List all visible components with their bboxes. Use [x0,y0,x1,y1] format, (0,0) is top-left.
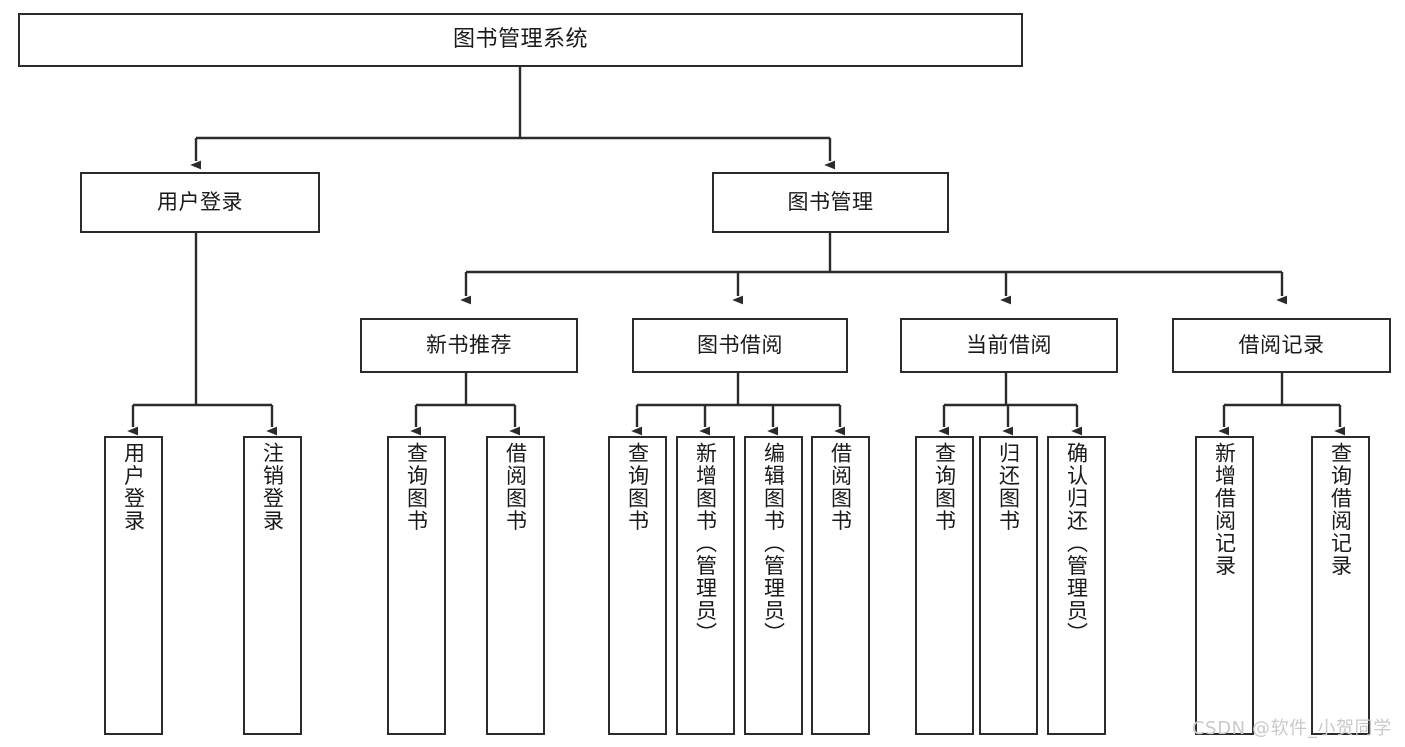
leaf-current-return-book-label: 归还图书 [996,442,1021,532]
node-user-login-label: 用户登录 [157,190,243,215]
leaf-borrow-edit-book[interactable]: 编辑图书（管理员） [744,436,803,735]
leaf-current-confirm-return[interactable]: 确认归还（管理员） [1047,436,1106,735]
leaf-user-login-signin[interactable]: 用户登录 [104,436,163,735]
leaf-borrow-query-book[interactable]: 查询图书 [608,436,667,735]
leaf-record-add[interactable]: 新增借阅记录 [1195,436,1254,735]
leaf-new-book-query[interactable]: 查询图书 [387,436,446,735]
node-root[interactable]: 图书管理系统 [18,13,1023,67]
leaf-new-book-query-label: 查询图书 [404,442,429,532]
leaf-borrow-edit-book-label: 编辑图书（管理员） [761,442,786,645]
node-book-management[interactable]: 图书管理 [712,172,949,233]
node-book-borrow[interactable]: 图书借阅 [632,318,848,373]
node-book-management-label: 图书管理 [787,190,874,215]
leaf-current-query-book-label: 查询图书 [932,442,957,532]
leaf-record-query[interactable]: 查询借阅记录 [1311,436,1370,735]
node-new-book-recommend[interactable]: 新书推荐 [360,318,578,373]
leaf-current-confirm-return-label: 确认归还（管理员） [1064,442,1089,645]
leaf-current-query-book[interactable]: 查询图书 [915,436,974,735]
leaf-current-return-book[interactable]: 归还图书 [979,436,1038,735]
node-borrow-record-label: 借阅记录 [1238,333,1325,358]
node-book-borrow-label: 图书借阅 [697,333,783,358]
node-new-book-recommend-label: 新书推荐 [426,333,512,358]
leaf-record-add-label: 新增借阅记录 [1212,442,1237,577]
node-borrow-record[interactable]: 借阅记录 [1172,318,1391,373]
node-current-borrow-label: 当前借阅 [966,333,1052,358]
leaf-user-login-signin-label: 用户登录 [121,442,146,532]
node-user-login[interactable]: 用户登录 [80,172,320,233]
node-root-label: 图书管理系统 [452,27,588,53]
leaf-borrow-add-book[interactable]: 新增图书（管理员） [676,436,735,735]
leaf-new-book-borrow-label: 借阅图书 [503,442,528,532]
leaf-new-book-borrow[interactable]: 借阅图书 [486,436,545,735]
leaf-user-login-signout[interactable]: 注销登录 [243,436,302,735]
leaf-borrow-borrow-book-label: 借阅图书 [828,442,853,532]
leaf-borrow-add-book-label: 新增图书（管理员） [693,442,718,645]
node-current-borrow[interactable]: 当前借阅 [900,318,1118,373]
leaf-borrow-query-book-label: 查询图书 [625,442,650,532]
leaf-borrow-borrow-book[interactable]: 借阅图书 [811,436,870,735]
leaf-record-query-label: 查询借阅记录 [1328,442,1353,577]
csdn-watermark: CSDN @软件_小贺同学 [1192,718,1392,739]
leaf-user-login-signout-label: 注销登录 [260,442,285,532]
